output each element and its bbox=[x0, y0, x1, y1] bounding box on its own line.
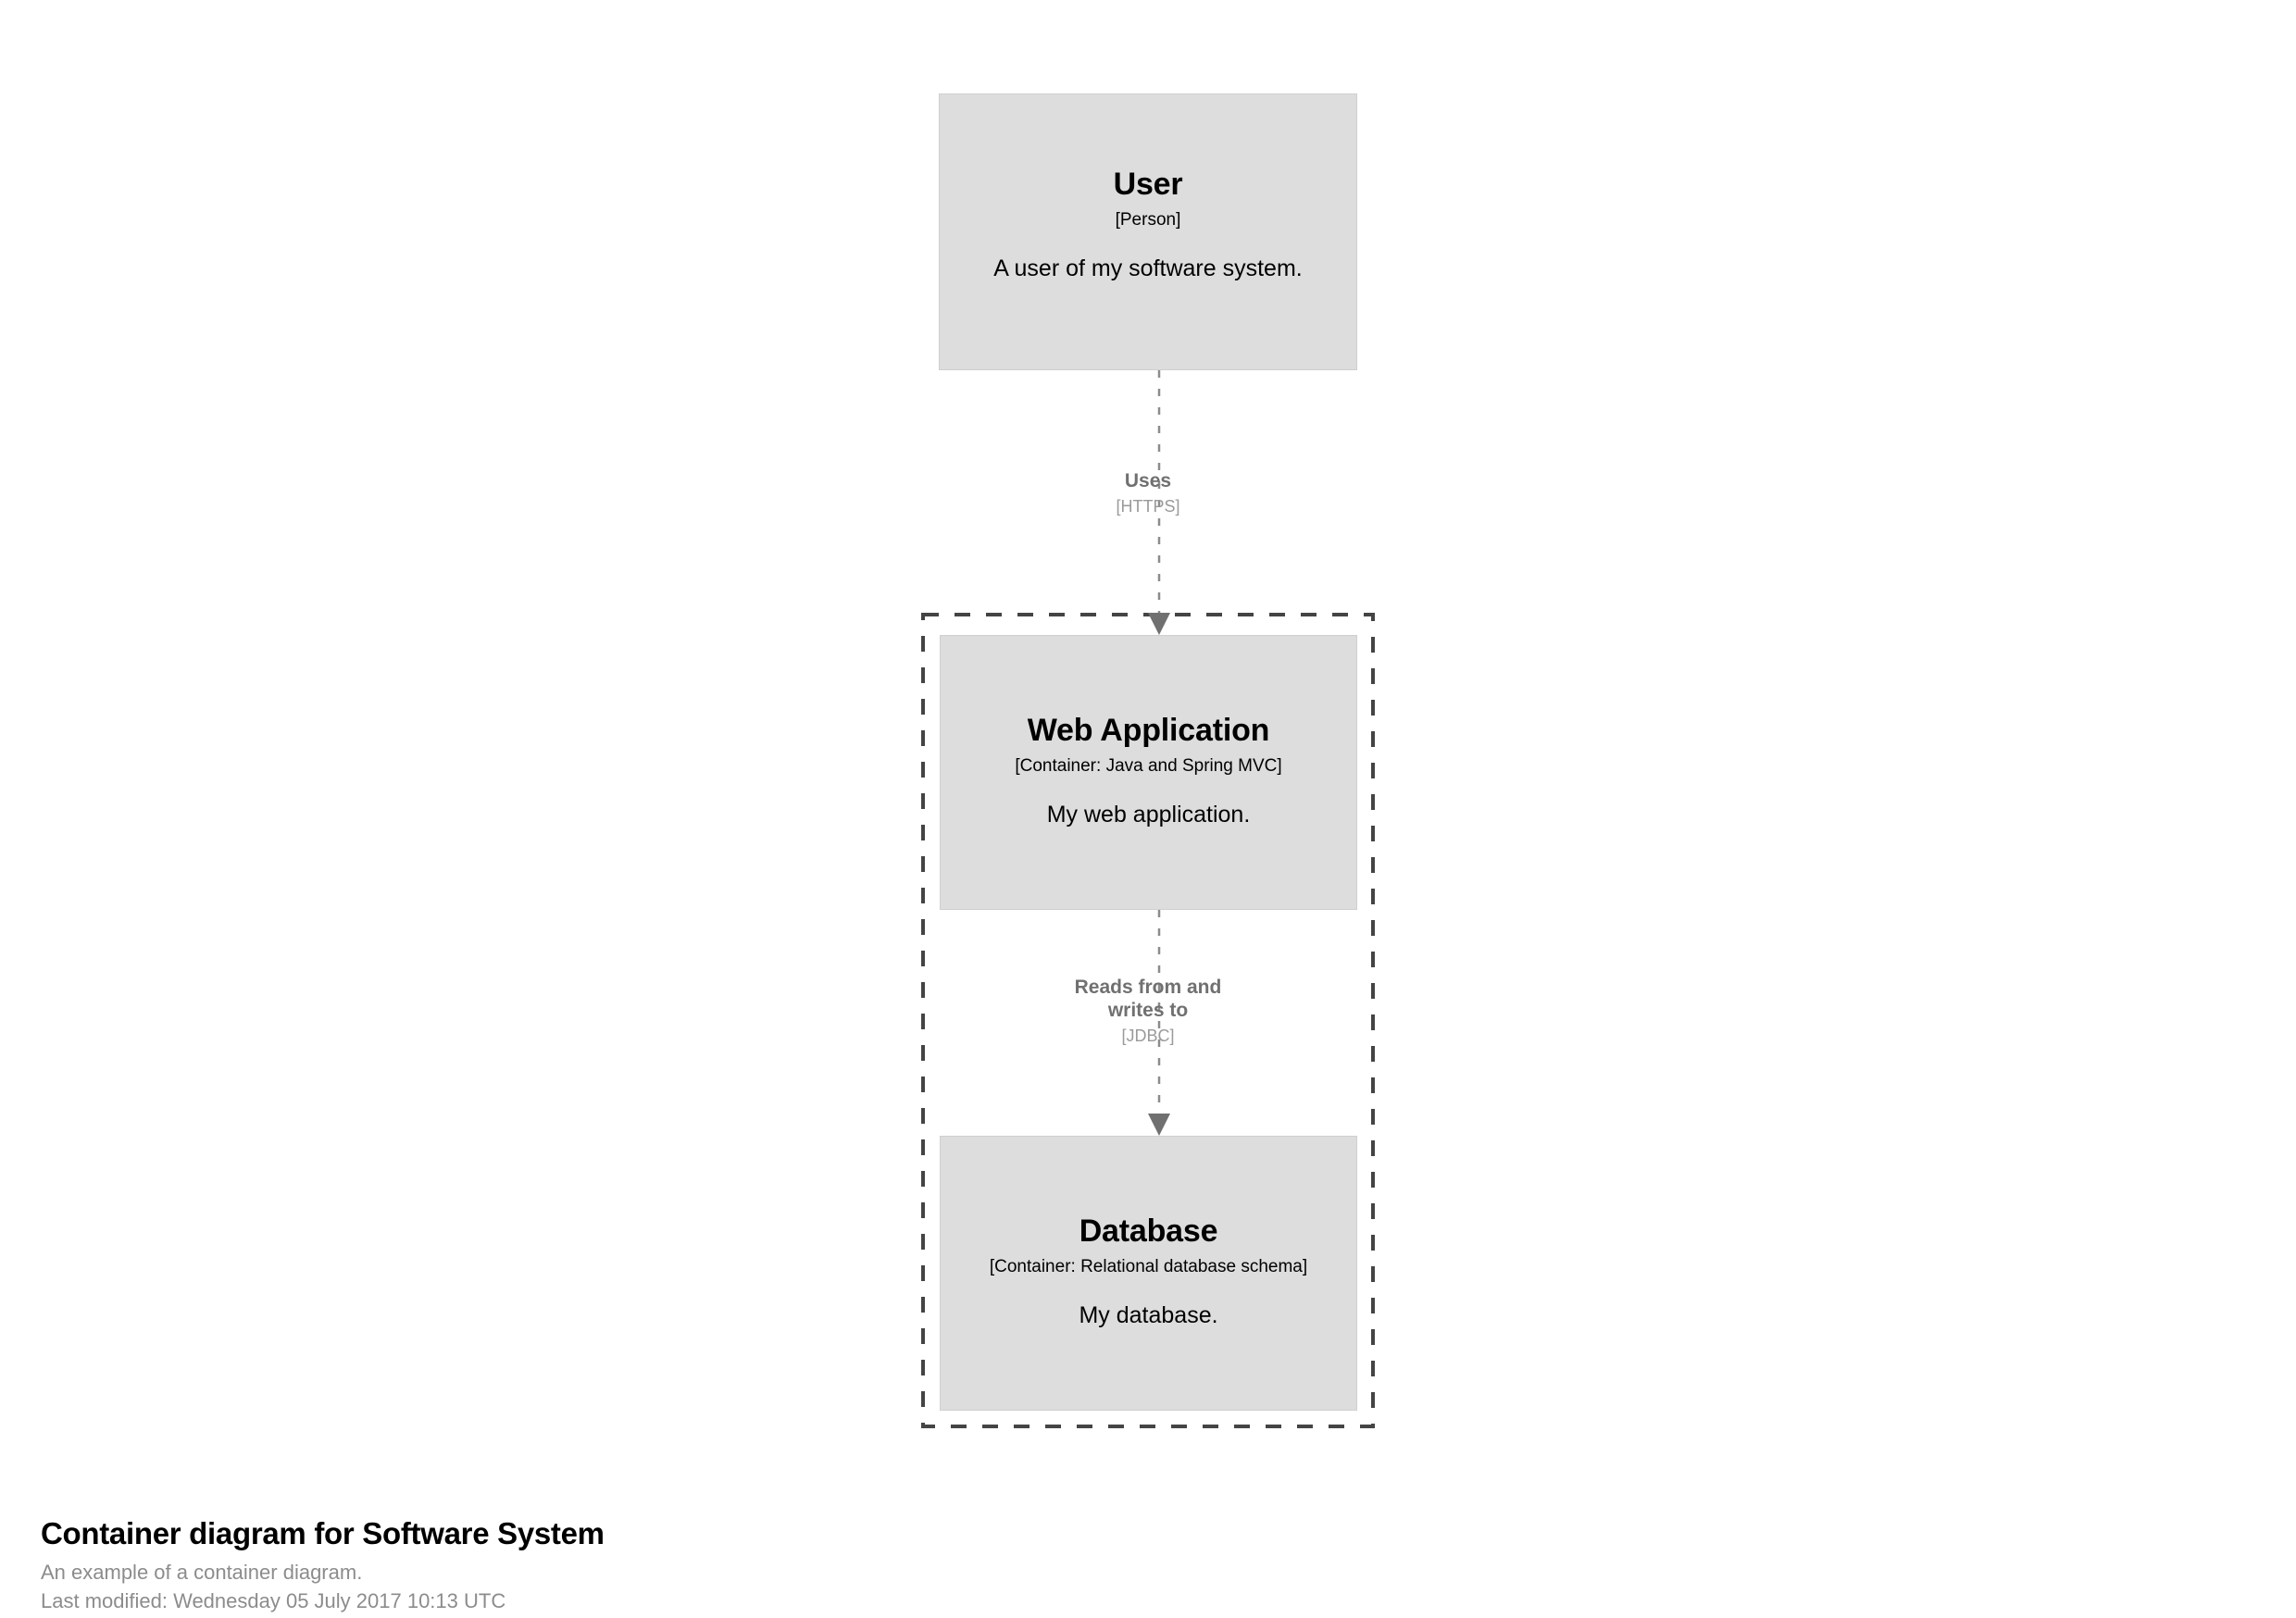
relationship-webapp-to-database-technology: [JDBC] bbox=[1121, 1026, 1175, 1045]
node-user-description: A user of my software system. bbox=[993, 255, 1303, 282]
relationship-webapp-to-database-label: Reads from and writes to [JDBC] bbox=[1009, 977, 1287, 1046]
node-database-name: Database bbox=[1079, 1214, 1218, 1249]
node-user-name: User bbox=[1113, 167, 1183, 202]
node-web-application[interactable]: Web Application [Container: Java and Spr… bbox=[940, 635, 1357, 910]
relationship-user-to-webapp-line bbox=[1148, 370, 1170, 639]
node-user[interactable]: User [Person] A user of my software syst… bbox=[939, 93, 1357, 370]
relationship-user-to-webapp-description: Uses bbox=[1124, 470, 1172, 492]
relationship-user-to-webapp-label: Uses [HTTPS] bbox=[1009, 470, 1287, 517]
node-database[interactable]: Database [Container: Relational database… bbox=[940, 1136, 1357, 1411]
diagram-title: Container diagram for Software System bbox=[41, 1516, 605, 1550]
node-web-application-name: Web Application bbox=[1027, 713, 1270, 748]
node-user-technology: [Person] bbox=[1115, 209, 1181, 230]
diagram-last-modified: Last modified: Wednesday 05 July 2017 10… bbox=[41, 1589, 506, 1613]
relationship-webapp-to-database-description: Reads from and writes to bbox=[1074, 977, 1222, 1021]
node-database-description: My database. bbox=[1079, 1302, 1218, 1329]
diagram-caption: Container diagram for Software System An… bbox=[41, 1516, 1152, 1615]
node-web-application-technology: [Container: Java and Spring MVC] bbox=[1015, 755, 1282, 776]
relationship-user-to-webapp-technology: [HTTPS] bbox=[1116, 496, 1180, 516]
node-web-application-description: My web application. bbox=[1046, 802, 1251, 828]
software-system-boundary bbox=[921, 613, 1375, 1428]
relationship-webapp-to-database-line bbox=[1148, 910, 1170, 1141]
node-database-technology: [Container: Relational database schema] bbox=[989, 1256, 1308, 1276]
diagram-subtitle: An example of a container diagram. bbox=[41, 1560, 363, 1584]
